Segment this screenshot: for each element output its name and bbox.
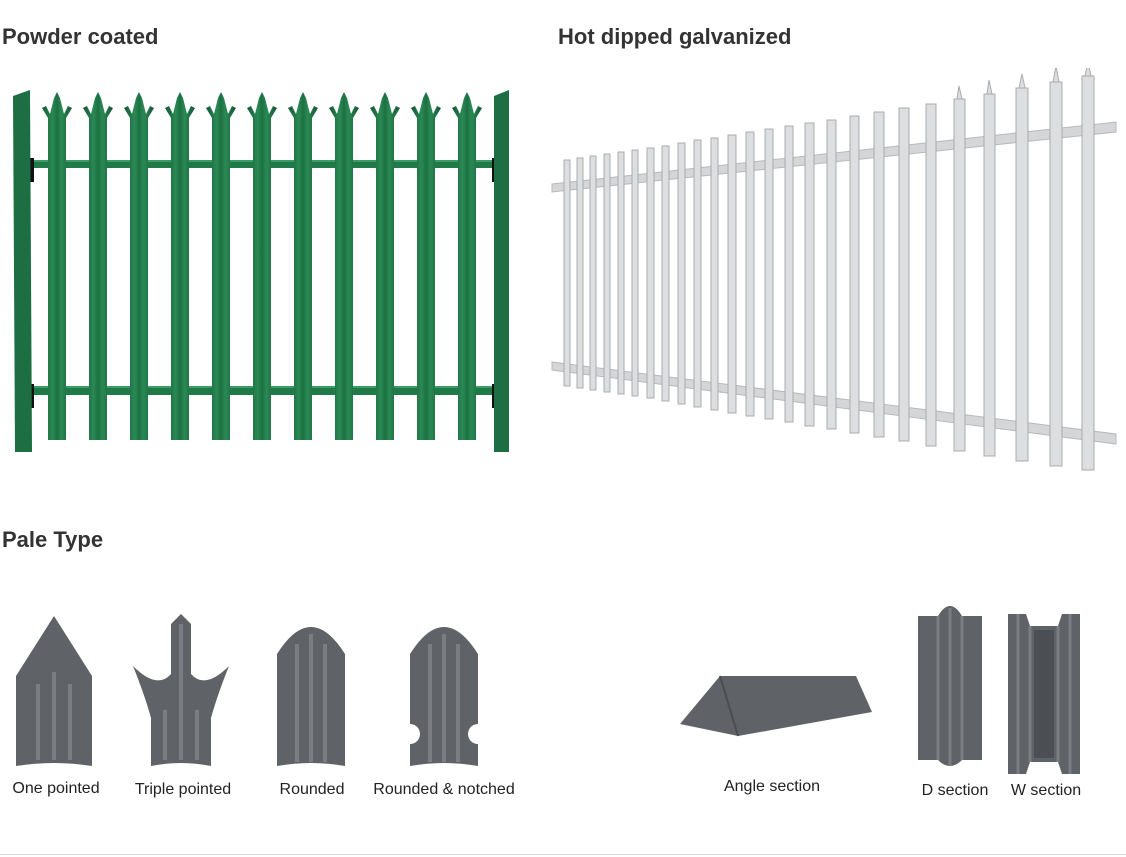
caption-d-section: D section [921,782,989,799]
one-pointed-pale-image [16,616,92,766]
caption-rounded: Rounded [279,781,345,798]
d-section-image [918,606,982,766]
caption-angle-section: Angle section [723,778,821,795]
hot-dipped-heading: Hot dipped galvanized [558,24,792,49]
rounded-pale-image [277,627,345,766]
rounded-notched-pale-image [410,627,478,766]
pale-type-heading: Pale Type [2,527,104,552]
caption-w-section: W section [1010,782,1082,799]
powder-coated-heading: Powder coated [2,24,159,49]
bottom-divider [0,854,1126,855]
caption-triple-pointed: Triple pointed [134,781,232,798]
angle-section-image [680,675,872,737]
w-section-image [1008,614,1080,774]
caption-rounded-notched: Rounded & notched [373,781,515,798]
triple-pointed-pale-image [133,614,229,766]
caption-one-pointed: One pointed [12,780,100,797]
powder-coated-fence-image [13,90,509,452]
galvanized-fence-image [551,68,1117,471]
